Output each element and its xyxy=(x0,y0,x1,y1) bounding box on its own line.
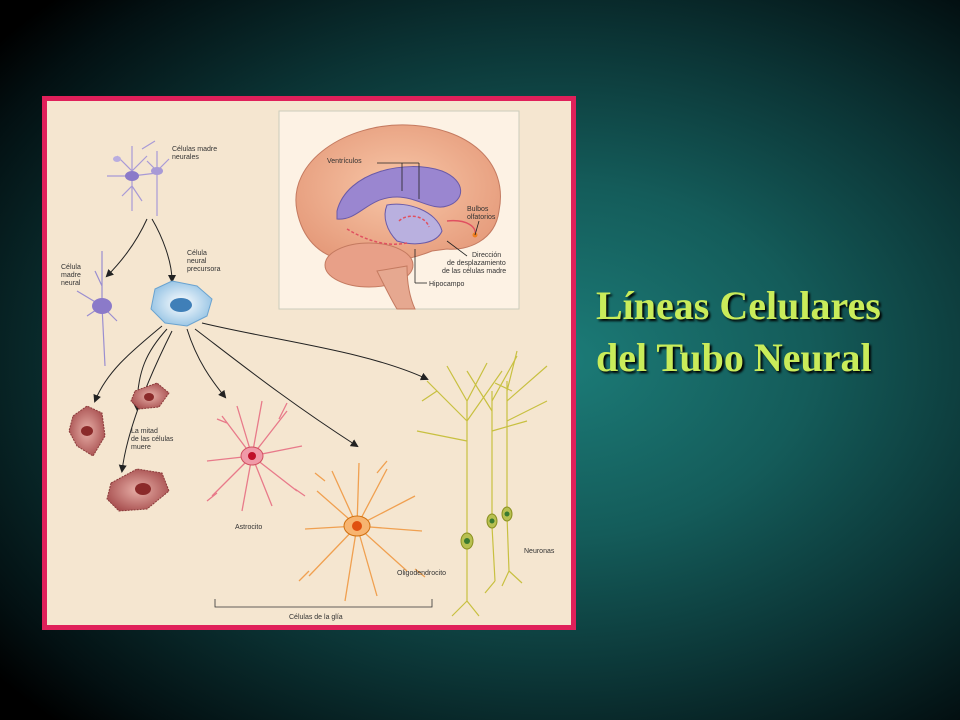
precursor-cell-nucleus xyxy=(170,298,192,312)
label-direction-1: Dirección xyxy=(472,252,501,259)
neural-stem-cell-body xyxy=(92,298,112,314)
dying-cell-nucleus xyxy=(135,483,151,495)
arrow-to-stem xyxy=(105,218,148,278)
label-neural-stem-2: madre xyxy=(61,272,81,279)
glia-bracket xyxy=(214,599,433,608)
figure-frame: Ventrículos Bulbos olfatorios Dirección … xyxy=(42,96,576,630)
slide-title-line1: Líneas Celulares xyxy=(596,283,881,328)
slide-title-line2: del Tubo Neural xyxy=(596,335,872,380)
label-direction-2: de desplazamiento xyxy=(447,260,506,267)
label-olfactory-2: olfatorios xyxy=(467,214,496,221)
label-oligodendrocyte: Oligodendrocito xyxy=(397,570,446,577)
stem-cell-body xyxy=(151,167,163,175)
label-stem-cells-1: Células madre xyxy=(172,146,217,153)
dying-cell-nucleus xyxy=(81,426,93,436)
label-precursor-3: precursora xyxy=(187,266,221,273)
label-astrocyte: Astrocito xyxy=(235,524,262,531)
arrow-to-precursor xyxy=(151,218,176,283)
oligodendrocyte-nucleus xyxy=(352,521,362,531)
label-stem-cells-2: neurales xyxy=(172,154,199,161)
arrow-to-neurons xyxy=(201,322,429,381)
neuron-nucleus xyxy=(489,518,495,524)
arrow-to-oligodendrocyte xyxy=(194,328,359,448)
label-olfactory-1: Bulbos xyxy=(467,206,489,213)
neuron-nucleus xyxy=(504,511,510,517)
label-precursor-1: Célula xyxy=(187,250,207,257)
stem-cell-body xyxy=(113,156,121,162)
label-glia-cells: Células de la glía xyxy=(289,614,343,621)
label-hippocampus: Hipocampo xyxy=(429,281,465,288)
astrocyte-processes xyxy=(206,400,306,512)
oligodendrocyte-processes xyxy=(298,460,426,602)
label-half-die-1: La mitad xyxy=(131,428,158,435)
neurons-dendrites xyxy=(416,350,548,617)
astrocyte-nucleus xyxy=(248,452,256,460)
label-half-die-2: de las células xyxy=(131,436,174,443)
brain-inset xyxy=(278,110,520,310)
label-neurons: Neuronas xyxy=(524,548,555,555)
label-neural-stem-1: Célula xyxy=(61,264,81,271)
dying-cell-nucleus xyxy=(144,393,154,401)
label-direction-3: de las células madre xyxy=(442,268,506,275)
label-ventricles: Ventrículos xyxy=(327,158,362,165)
slide-title: Líneas Celulares del Tubo Neural xyxy=(596,280,936,384)
label-precursor-2: neural xyxy=(187,258,207,265)
label-half-die-3: muere xyxy=(131,444,151,451)
arrow-to-astrocyte xyxy=(186,328,227,399)
label-neural-stem-3: neural xyxy=(61,280,81,287)
stem-cell-body xyxy=(125,171,139,181)
neuron-nucleus xyxy=(464,538,470,544)
neural-lineage-diagram: Ventrículos Bulbos olfatorios Dirección … xyxy=(61,110,555,621)
arrow-to-dead-1 xyxy=(93,325,163,403)
